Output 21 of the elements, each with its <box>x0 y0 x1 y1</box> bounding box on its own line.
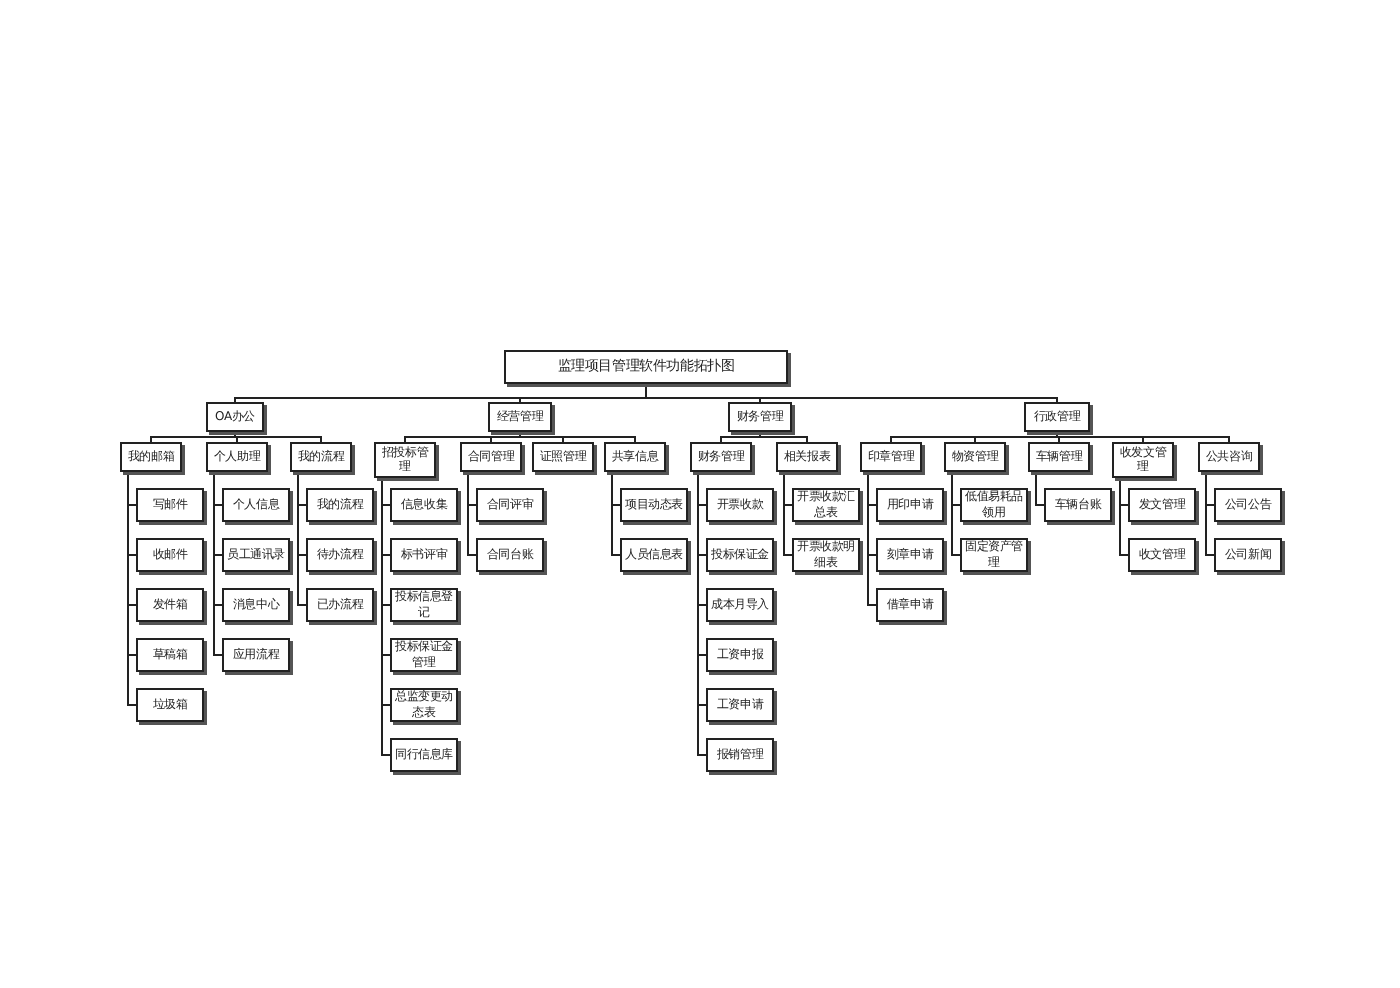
connector-line <box>1119 479 1129 556</box>
connector-line <box>490 433 521 443</box>
connector-line <box>697 473 707 756</box>
connector-line <box>1056 433 1230 443</box>
connector-line <box>234 433 322 443</box>
connector-line <box>127 473 137 706</box>
connector-line <box>467 473 477 556</box>
connector-line <box>1205 473 1215 556</box>
connector-line <box>213 473 223 656</box>
connector-line <box>720 433 761 443</box>
connector-line <box>783 473 793 556</box>
connector-line <box>759 433 808 443</box>
connector-line <box>867 473 877 606</box>
connector-line <box>297 473 307 606</box>
connector-line <box>1035 473 1045 506</box>
connector-line <box>381 479 391 756</box>
connector-line <box>150 433 236 443</box>
connector-line <box>974 433 1058 443</box>
connector-line <box>611 473 621 556</box>
connector-line <box>951 473 961 556</box>
connector-line <box>519 433 636 443</box>
